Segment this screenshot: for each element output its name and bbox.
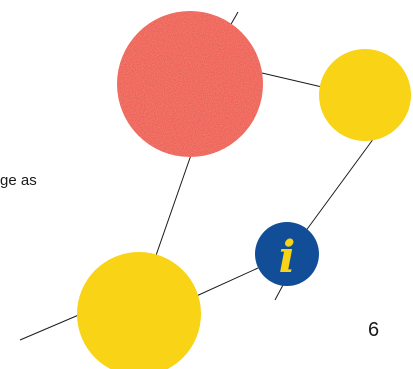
line-blue-to-bottom [274,284,284,301]
line-yellow-bottom-to-left [19,313,82,341]
page-number: 6 [368,319,380,341]
line-yellow-bottom-to-blue [191,267,259,299]
info-letter: i [279,232,296,283]
connector-lines [19,11,375,341]
yellow-node-bottom [77,252,201,369]
red-node [117,11,263,157]
yellow-node-right [319,49,411,141]
info-icon: i [255,222,319,286]
line-red-to-yellow-bottom [152,154,192,265]
body-text-fragment: ge as [0,172,37,189]
line-red-to-yellow-right [261,72,323,88]
blue-node [255,222,319,286]
line-yellow-right-to-blue [304,137,375,233]
